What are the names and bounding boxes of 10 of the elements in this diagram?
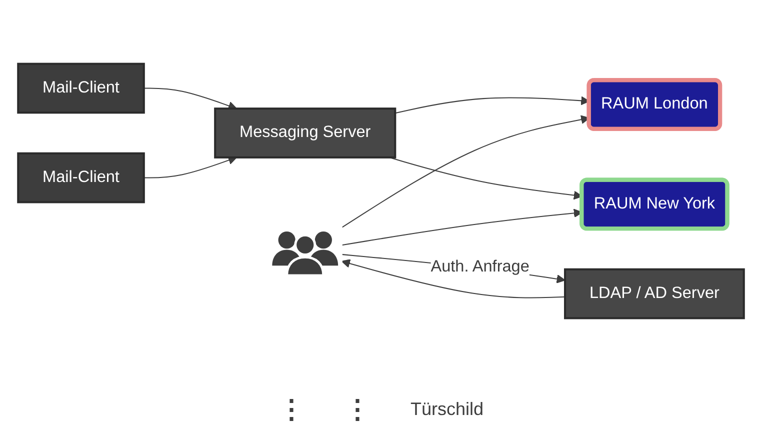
arrow <box>342 254 566 284</box>
arrow <box>341 259 566 298</box>
ellipsis-mark: ⋮ <box>278 394 304 424</box>
ellipsis-mark: ⋮ <box>344 394 370 424</box>
group-label: Türschild <box>410 398 484 420</box>
edge-label: Auth. Anfrage <box>430 258 530 276</box>
node-box: Messaging Server <box>214 108 396 158</box>
node-box: Mail-Client <box>17 152 145 204</box>
node-box: LDAP / AD Server <box>564 268 745 320</box>
node-box: Mail-Client <box>17 62 145 114</box>
